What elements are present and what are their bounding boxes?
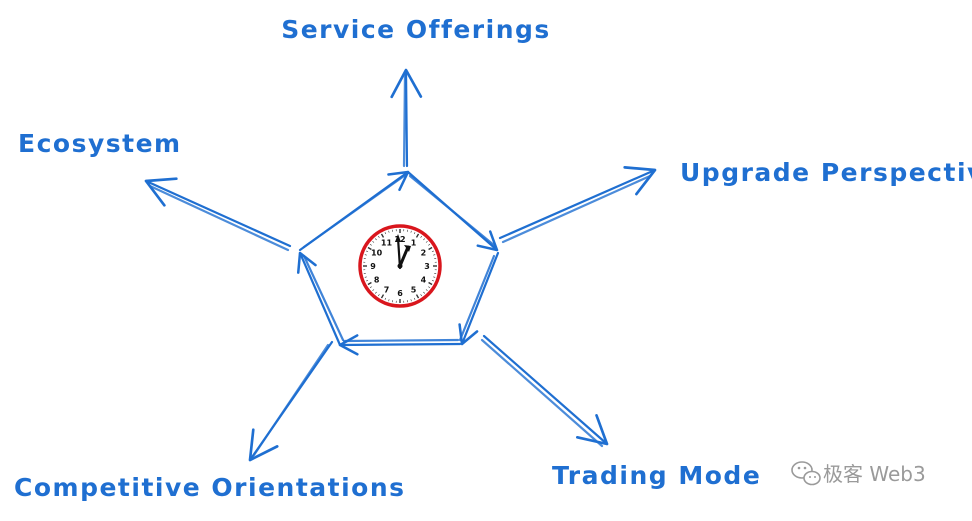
clock-number: 1	[411, 239, 417, 248]
arrow-to-service-offerings-shadow	[404, 74, 405, 166]
clock-number: 11	[381, 239, 393, 248]
label-competitive-orientations: Competitive Orientations	[14, 473, 406, 502]
clock-number: 6	[397, 289, 403, 298]
arrow-to-upgrade-perspectives	[500, 170, 655, 238]
label-trading-mode: Trading Mode	[552, 461, 761, 490]
edge-lowright-to-lowleft-shadow	[344, 340, 458, 341]
clock-center-pin	[398, 264, 403, 269]
watermark-text: 极客 Web3	[823, 462, 926, 486]
edge-right-to-lowright	[462, 253, 498, 344]
label-service-offerings: Service Offerings	[281, 15, 551, 44]
clock-number: 10	[371, 249, 383, 258]
clock-icon: 121234567891011	[360, 226, 440, 306]
edge-lowright-to-lowleft	[340, 344, 460, 345]
arrow-to-trading-mode	[484, 336, 607, 444]
arrow-to-ecosystem	[146, 181, 290, 246]
arrow-to-upgrade-perspectives-shadow	[503, 176, 650, 242]
wechat-icon	[792, 462, 820, 485]
clock-number: 5	[411, 285, 417, 294]
arrow-to-trading-mode-shadow	[482, 340, 602, 446]
clock-number: 3	[424, 262, 430, 271]
edge-lowleft-to-left-shadow	[304, 256, 343, 340]
clock-number: 4	[421, 276, 427, 285]
arrow-to-ecosystem-shadow	[150, 186, 288, 250]
clock-number: 7	[384, 285, 390, 294]
clock-number: 8	[374, 276, 380, 285]
arrow-to-service-offerings	[406, 70, 407, 166]
clock-number: 9	[370, 262, 376, 271]
edge-right-to-lowright-shadow	[460, 256, 494, 340]
edge-lowleft-to-left	[300, 253, 340, 345]
clock-number: 2	[421, 249, 427, 258]
label-ecosystem: Ecosystem	[18, 129, 182, 158]
arrow-to-competitive-orientations-shadow	[254, 345, 328, 455]
watermark: 极客 Web3	[792, 462, 926, 486]
label-upgrade-perspectives: Upgrade Perspectives	[680, 158, 972, 187]
